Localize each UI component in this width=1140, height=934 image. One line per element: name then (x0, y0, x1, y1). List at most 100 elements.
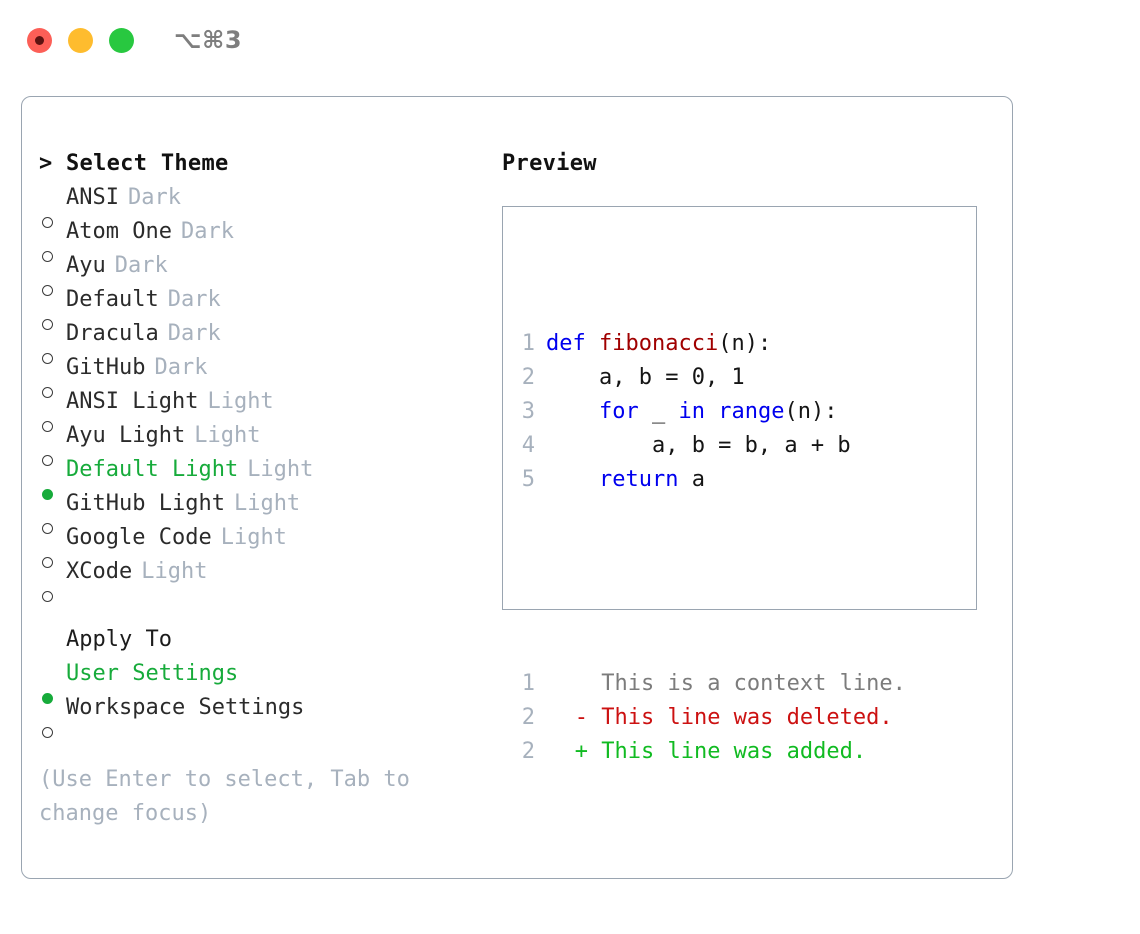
theme-variant-badge: Light (220, 525, 287, 550)
theme-list-item[interactable]: ANSI Dark (39, 181, 479, 228)
theme-variant-badge: Dark (154, 355, 208, 380)
code-token: a, b = 0, 1 (546, 365, 745, 390)
code-token: range (718, 399, 785, 424)
theme-variant-badge: Light (207, 389, 274, 414)
theme-variant-badge: Dark (127, 185, 181, 210)
code-token: def (546, 331, 599, 356)
line-number: 4 (521, 433, 535, 458)
code-token: (n): (718, 331, 772, 356)
theme-list-item[interactable]: GitHub Light Light (39, 487, 479, 534)
preview-title: Preview (502, 151, 597, 176)
theme-name: ANSI Light (66, 389, 199, 414)
diff-text: This is a context line. (601, 671, 906, 696)
prompt-caret-icon: > (39, 151, 53, 176)
window-title: ⌥⌘3 (174, 26, 243, 54)
code-line: 3 for _ in range(n): (521, 395, 906, 429)
code-line: 1 def fibonacci(n): (521, 327, 906, 361)
code-blank-line (521, 565, 906, 599)
close-button[interactable] (27, 27, 52, 53)
theme-variant-badge: Dark (167, 321, 221, 346)
title-bar: ⌥⌘3 (0, 0, 1140, 80)
theme-picker-header: > Select Theme (39, 147, 479, 181)
theme-variant-badge: Light (233, 491, 301, 516)
theme-picker-title: Select Theme (66, 151, 229, 176)
code-line: 5 return a (521, 463, 906, 497)
diff-marker: + (535, 739, 602, 764)
keyboard-hint: (Use Enter to select, Tab to change focu… (39, 763, 449, 831)
theme-name: Dracula (66, 321, 159, 346)
diff-line-added: 2 + This line was added. (521, 735, 906, 769)
code-line: 4 a, b = b, a + b (521, 429, 906, 463)
maximize-button[interactable] (109, 27, 134, 53)
diff-line-deleted: 2 - This line was deleted. (521, 701, 906, 735)
apply-to-item[interactable]: Workspace Settings (39, 691, 479, 738)
theme-name: XCode (66, 559, 133, 584)
keyboard-hint-line-1: (Use Enter to select, Tab to (39, 767, 410, 792)
line-number: 5 (521, 467, 535, 492)
keyboard-hint-line-2: change focus) (39, 801, 212, 826)
code-token: return (598, 467, 679, 492)
theme-variant-badge: Light (141, 559, 208, 584)
diff-line-context: 1 This is a context line. (521, 667, 906, 701)
code-token: (n): (784, 399, 838, 424)
minimize-button[interactable] (68, 27, 93, 53)
code-token (705, 399, 718, 424)
theme-name: GitHub (66, 355, 146, 380)
diff-text: This line was added. (601, 739, 867, 764)
apply-to-label-text: User Settings (66, 661, 239, 686)
diff-marker: - (535, 705, 602, 730)
code-line: 2 a, b = 0, 1 (521, 361, 906, 395)
theme-name: ANSI (66, 185, 119, 210)
apply-to-label-text: Workspace Settings (66, 695, 305, 720)
code-token: a (678, 467, 705, 492)
theme-name: Default (66, 287, 159, 312)
theme-name: Ayu (66, 253, 106, 278)
diff-marker (535, 671, 601, 696)
apply-to-item[interactable]: User Settings (39, 657, 479, 704)
code-token (546, 467, 599, 492)
theme-name: Default Light (66, 457, 239, 482)
theme-list-item[interactable]: Ayu Dark (39, 249, 479, 296)
theme-list-item[interactable]: Default Light Light (39, 453, 479, 500)
theme-variant-badge: Dark (180, 219, 234, 244)
theme-variant-badge: Light (247, 457, 314, 482)
theme-variant-badge: Dark (114, 253, 168, 278)
code-token (546, 399, 599, 424)
theme-name: GitHub Light (66, 491, 225, 516)
apply-to-label: Apply To (66, 627, 172, 652)
theme-list-item[interactable]: Dracula Dark (39, 317, 479, 364)
line-number: 2 (521, 705, 535, 730)
theme-list-item[interactable]: XCode Light (39, 555, 479, 602)
window-controls (27, 27, 134, 53)
line-number: 2 (521, 365, 535, 390)
diff-lines: 1 This is a context line.2 - This line w… (521, 667, 906, 769)
theme-list-item[interactable]: GitHub Dark (39, 351, 479, 398)
theme-name: Google Code (66, 525, 212, 550)
list-spacer (39, 589, 479, 623)
theme-variant-badge: Light (194, 423, 261, 448)
theme-list-item[interactable]: Default Dark (39, 283, 479, 330)
code-token: a, b = b, a + b (546, 433, 851, 458)
theme-list-item[interactable]: ANSI Light Light (39, 385, 479, 432)
code-token: in (678, 399, 705, 424)
theme-list-item[interactable]: Google Code Light (39, 521, 479, 568)
line-number: 1 (521, 331, 535, 356)
theme-variant-badge: Dark (167, 287, 221, 312)
code-token: fibonacci (598, 331, 719, 356)
theme-name: Atom One (66, 219, 172, 244)
diff-text: This line was deleted. (601, 705, 893, 730)
theme-list-item[interactable]: Atom One Dark (39, 215, 479, 262)
code-token: for (598, 399, 639, 424)
line-number: 1 (521, 671, 535, 696)
line-number: 2 (521, 739, 535, 764)
